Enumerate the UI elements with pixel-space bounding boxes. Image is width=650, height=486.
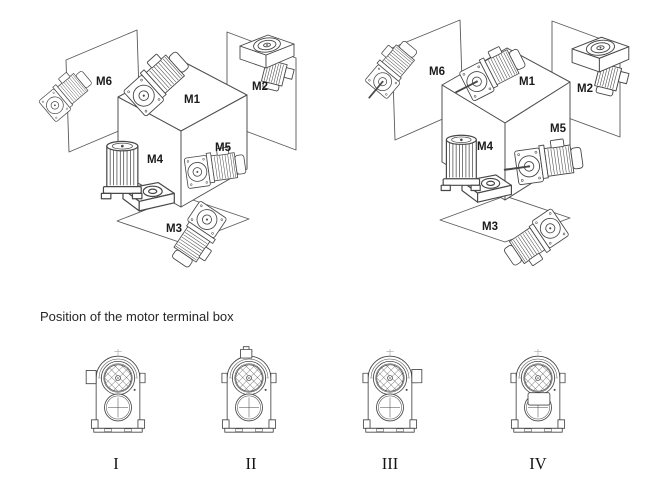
mounting-label-m5: M5 (215, 142, 232, 154)
gearmotor-m1-icon (455, 39, 530, 102)
gearmotor-m3-icon (498, 207, 573, 275)
mounting-label-m6: M6 (429, 66, 445, 78)
terminal-box-label-iv: IV (529, 454, 546, 473)
mounting-label-m4: M4 (477, 141, 494, 153)
mounting-label-m1: M1 (184, 94, 201, 106)
terminal-box-section: Position of the motor terminal box I II … (40, 309, 566, 473)
mounting-label-m5: M5 (550, 123, 567, 135)
terminal-box-position-iii-icon (362, 348, 423, 433)
mounting-label-m4: M4 (147, 154, 164, 166)
gearmotor-m3-icon (164, 200, 232, 275)
terminal-box-label-ii: II (246, 454, 257, 473)
terminal-box-position-ii-icon (221, 346, 277, 433)
mounting-label-m3: M3 (482, 221, 498, 233)
mounting-label-m3: M3 (166, 223, 182, 235)
gearmotor-m6-icon (35, 63, 97, 123)
terminal-box-position-i-icon (85, 348, 146, 433)
mounting-diagram-left: M6 M1 M2 M4 M5 M3 (35, 29, 297, 275)
terminal-box-section-title: Position of the motor terminal box (40, 309, 234, 324)
gearmotor-m5-icon (503, 136, 585, 186)
terminal-box-label-iii: III (382, 454, 398, 473)
projection-plane-bottom-icon (439, 195, 571, 243)
mounting-label-m6: M6 (96, 76, 112, 88)
terminal-box-label-i: I (113, 454, 119, 473)
terminal-box-position-iv-icon (510, 348, 566, 433)
gearmotor-m6-icon (360, 34, 424, 100)
mounting-diagram-right: M6 M1 M2 M4 M5 M3 (360, 19, 631, 275)
mounting-label-m2: M2 (252, 81, 268, 93)
mounting-label-m1: M1 (519, 76, 536, 88)
mounting-label-m2: M2 (577, 83, 593, 95)
